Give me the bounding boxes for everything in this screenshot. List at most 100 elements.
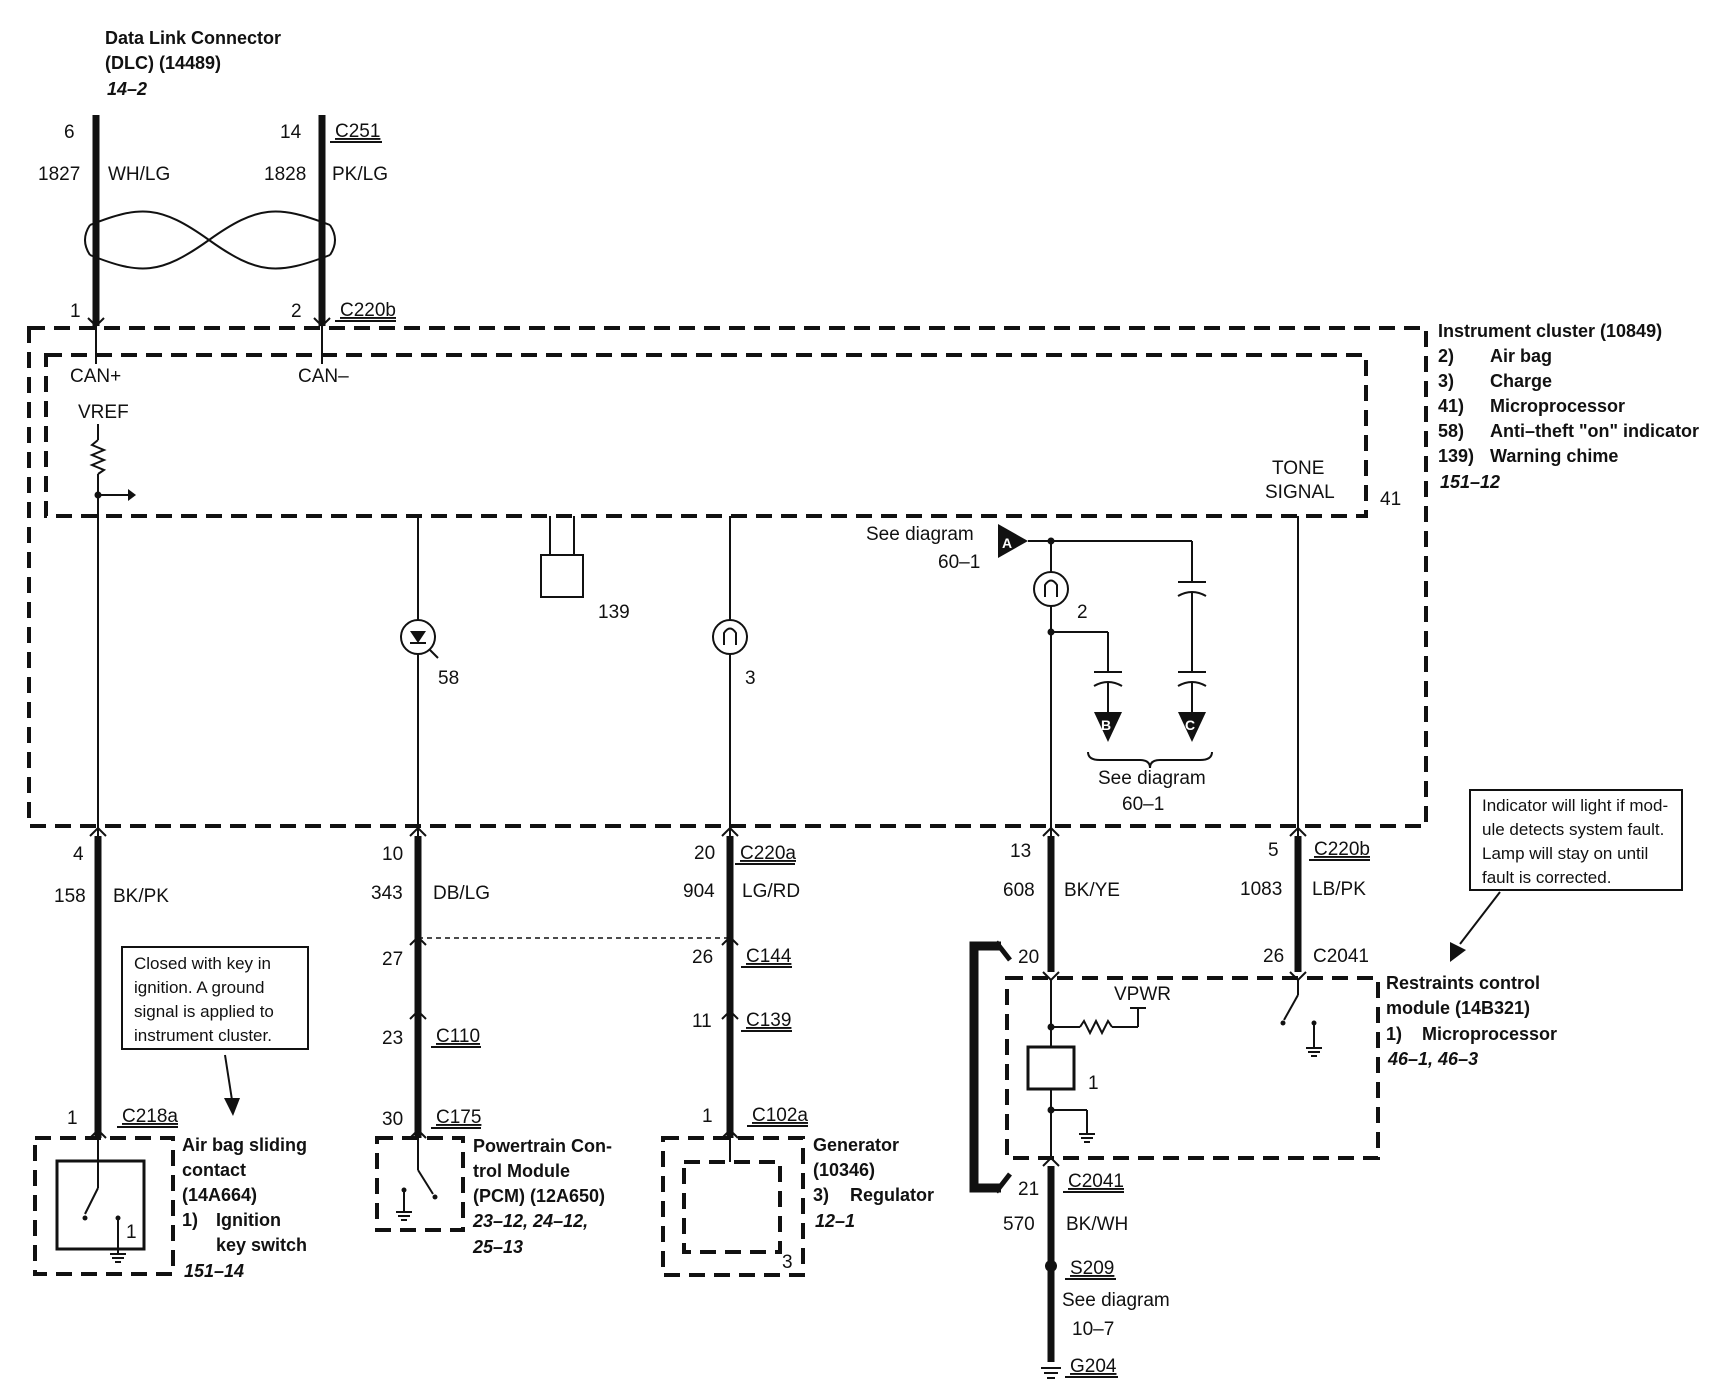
instrument-cluster-box: [27, 326, 1428, 828]
c218a-pin: 1: [67, 1108, 78, 1129]
airbag-contact-title-2: contact: [182, 1160, 246, 1180]
c220b-pin-2: 2: [291, 301, 302, 322]
microprocessor-ref-41: 41: [1380, 489, 1401, 510]
lower-connector-row: 4 10 20 C220a 13 5 C220b 158 BK/PK 343 D…: [54, 826, 1370, 907]
pin-10: 10: [382, 844, 403, 865]
airbag-note-box: [121, 946, 309, 1050]
cluster-item-num-5: 139): [1438, 446, 1474, 466]
arrow-head-icon: [224, 1098, 240, 1116]
cluster-item-label-4: Anti–theft "on" indicator: [1490, 421, 1699, 441]
tone-label-2: SIGNAL: [1265, 482, 1335, 503]
rcm-item-num: 1): [1386, 1024, 1402, 1044]
pin-4: 4: [73, 844, 84, 865]
node-c-label: C: [1185, 717, 1195, 733]
splice-s209-icon: [1045, 1260, 1057, 1272]
c2041-low-pin-icon: [1042, 1156, 1060, 1167]
g204-ground-icon: [1041, 1367, 1061, 1379]
pin-5: 5: [1268, 840, 1279, 861]
see-diagram-bc-ref: 60–1: [1122, 794, 1164, 815]
node-b-label: B: [1101, 717, 1111, 733]
connector-c139: C139: [746, 1010, 791, 1031]
connector-c175: C175: [436, 1107, 481, 1128]
switch-ref-1: 1: [126, 1222, 137, 1243]
c175-pin: 30: [382, 1109, 403, 1130]
pin-4-icon: [89, 826, 107, 837]
rcm-ground-icon: [1079, 1133, 1095, 1143]
generator-part: (10346): [813, 1160, 875, 1180]
cluster-item-num-4: 58): [1438, 421, 1464, 441]
pcm-contact: [432, 1194, 438, 1200]
connector-a-icon: [998, 524, 1028, 558]
c2041-pin-26: 26: [1263, 946, 1284, 967]
cluster-microprocessor-box: [44, 353, 1368, 518]
tone-label-1: TONE: [1272, 458, 1324, 479]
indicator-note-1: Indicator will light if mod-: [1482, 796, 1668, 815]
lamp-filament-icon: [723, 627, 737, 645]
rcm-item-label: Microprocessor: [1422, 1024, 1557, 1044]
airbag-item-2: key switch: [216, 1235, 307, 1255]
generator-item-num: 3): [813, 1185, 829, 1205]
wire-904-color: LG/RD: [742, 881, 800, 902]
wire-904-circuit: 904: [683, 881, 715, 902]
airbag-item-num: 1): [182, 1210, 198, 1230]
cluster-page-ref: 151–12: [1440, 472, 1500, 492]
bracket-tip-top: [994, 940, 1012, 962]
c139-pin-icon: [721, 1009, 739, 1020]
connector-c220a: C220a: [740, 843, 796, 864]
splice-s209: S209: [1070, 1258, 1114, 1279]
ignition-switch-box: [55, 1159, 146, 1251]
ground-icon: [110, 1253, 126, 1263]
rcm-title-2: module (14B321): [1386, 998, 1530, 1018]
rcm-switch-blade: [1283, 994, 1299, 1021]
cluster-legend: Instrument cluster (10849) 2) Air bag 3)…: [1438, 321, 1699, 492]
wire-158-circuit: 158: [54, 886, 86, 907]
indicator-note-arrow: [1459, 891, 1501, 945]
pcm-contact-2: [401, 1187, 407, 1193]
airbag-sliding-contact-box: [33, 1136, 175, 1276]
cluster-title: Instrument cluster (10849): [1438, 321, 1662, 341]
connector-c110: C110: [436, 1026, 480, 1047]
vpwr-label: VPWR: [1114, 984, 1171, 1005]
charge-ref-3: 3: [745, 668, 756, 689]
c218a-pin-icon: [89, 1128, 107, 1139]
airbag-note-3: signal is applied to: [134, 1002, 274, 1021]
wire-343-circuit: 343: [371, 883, 403, 904]
indicator-note-4: fault is corrected.: [1482, 868, 1611, 887]
pin-20-icon: [721, 826, 739, 837]
pcm-switch-blade: [417, 1169, 434, 1195]
can-plus-label: CAN+: [70, 366, 121, 387]
rcm-shield-bracket: [969, 941, 1001, 1193]
indicator-note-3: Lamp will stay on until: [1482, 844, 1648, 863]
rcm-box: [1005, 976, 1380, 1160]
connector-c220b-top: C220b: [340, 300, 396, 321]
c110-pin: 23: [382, 1028, 403, 1049]
airbag-ref-2: 2: [1077, 602, 1088, 623]
airbag-filament-icon: [1044, 579, 1058, 597]
pin-20: 20: [694, 843, 715, 864]
dlc-pin-14: 14: [280, 122, 302, 143]
wire-1083-color: LB/PK: [1312, 879, 1366, 900]
wire-1827-circuit: 1827: [38, 164, 80, 185]
connector-c144: C144: [746, 946, 792, 967]
wire-608-circuit: 608: [1003, 880, 1035, 901]
generator-box: [661, 1136, 805, 1277]
connector-c102a: C102a: [752, 1105, 808, 1126]
connector-c2041-low: C2041: [1068, 1171, 1124, 1192]
wire-1828-color: PK/LG: [332, 164, 388, 185]
rcm-title-1: Restraints control: [1386, 973, 1540, 993]
airbag-page-ref: 151–14: [184, 1261, 244, 1281]
airbag-note-arrow: [224, 1054, 233, 1101]
wire-1828-circuit: 1828: [264, 164, 306, 185]
see-diagram-bc: See diagram: [1098, 768, 1206, 789]
c144-pin-26-icon: [721, 935, 739, 946]
switch-contact-2: [115, 1215, 121, 1221]
dlc-title-2: (DLC) (14489): [105, 53, 221, 73]
chime-icon: [540, 554, 584, 598]
pcm-title-2: trol Module: [473, 1161, 570, 1181]
airbag-lamp-icon: [1033, 571, 1069, 607]
regulator-ref-3: 3: [782, 1252, 793, 1273]
ground-see-diagram: See diagram: [1062, 1290, 1170, 1311]
wire-608-color: BK/YE: [1064, 880, 1120, 901]
ground-see-ref: 10–7: [1072, 1319, 1114, 1340]
